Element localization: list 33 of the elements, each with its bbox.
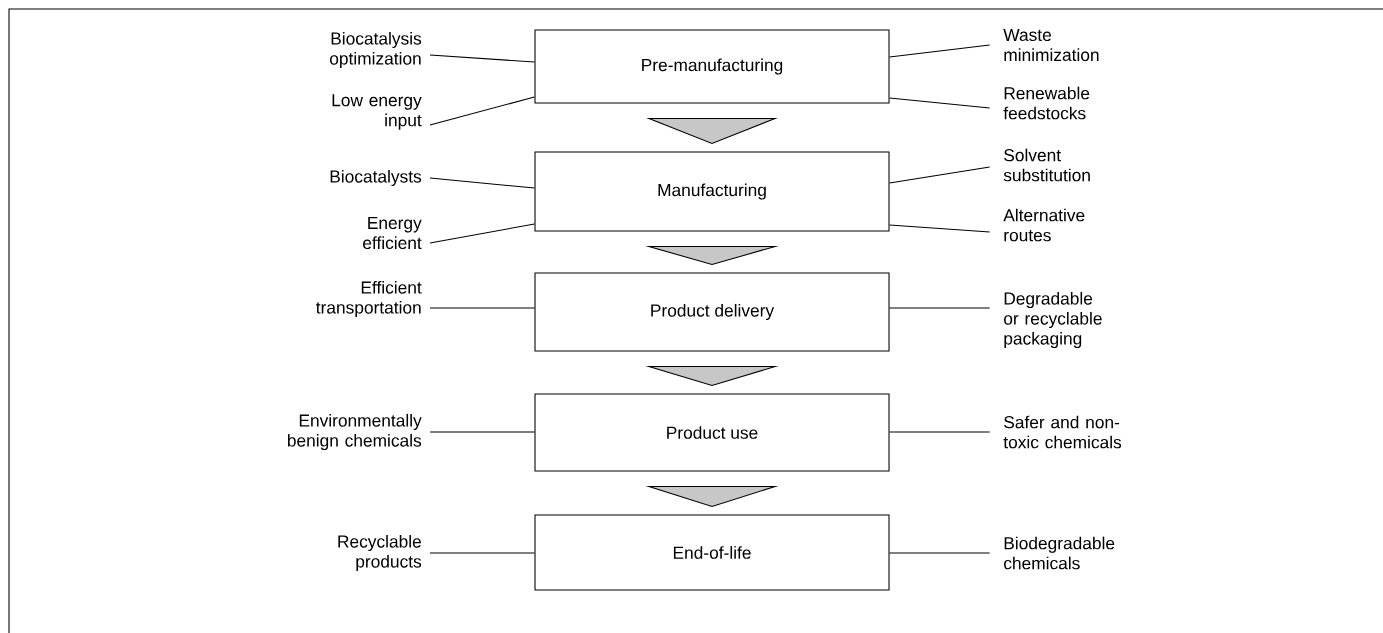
stage-box: End-of-life xyxy=(534,514,890,591)
stage-box: Product delivery xyxy=(534,272,890,352)
leader-line xyxy=(429,177,535,189)
leader-line xyxy=(889,224,991,233)
strategy-label: Biocatalysts xyxy=(330,169,422,187)
strategy-label: Degradable or recyclable packaging xyxy=(1004,291,1102,349)
leader-line xyxy=(889,431,991,433)
stage-box: Product use xyxy=(534,393,890,472)
strategy-label: Biocatalysis optimization xyxy=(330,31,422,69)
leader-line xyxy=(429,307,535,309)
leader-line xyxy=(429,552,535,554)
strategy-label: Waste minimization xyxy=(1003,28,1099,62)
leader-line xyxy=(429,96,535,126)
strategy-label: Alternative routes xyxy=(1003,208,1085,242)
strategy-label: Efficient transportation xyxy=(316,280,422,318)
strategy-label: Solvent substitution xyxy=(1003,148,1090,182)
strategy-label: Low energy input xyxy=(332,94,422,130)
leader-line xyxy=(889,166,991,184)
leader-line xyxy=(889,97,991,109)
leader-line xyxy=(889,44,991,58)
strategy-label: Energy efficient xyxy=(363,216,422,250)
strategy-label: Recyclable products xyxy=(338,534,422,572)
leader-line xyxy=(889,307,991,309)
strategy-label: Renewable feedstocks xyxy=(1003,86,1090,120)
leader-line xyxy=(429,223,535,244)
strategy-label: Environmentally benign chemicals xyxy=(287,413,422,451)
leader-line xyxy=(429,54,535,63)
strategy-label: Biodegradable chemicals xyxy=(1004,536,1115,570)
leader-line xyxy=(429,431,535,433)
stage-box: Manufacturing xyxy=(534,151,890,232)
strategy-label: Safer and non-toxic chemicals xyxy=(1003,415,1122,449)
leader-line xyxy=(889,552,991,554)
stage-box: Pre-manufacturing xyxy=(534,29,890,104)
